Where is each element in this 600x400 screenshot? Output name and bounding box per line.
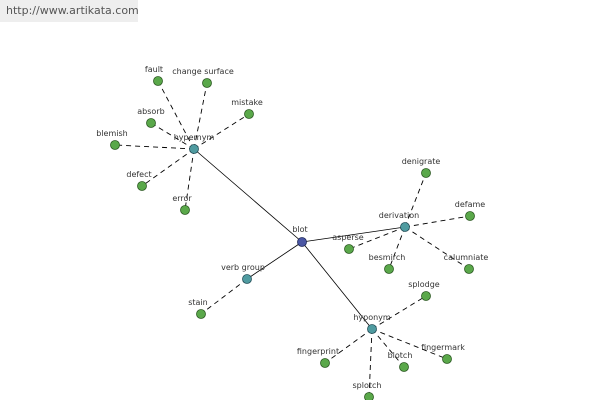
node-blemish[interactable] xyxy=(110,140,120,150)
node-splotch[interactable] xyxy=(364,392,374,400)
label-change-surface: change surface xyxy=(172,67,234,76)
node-hyponym[interactable] xyxy=(367,324,377,334)
node-derivation[interactable] xyxy=(400,222,410,232)
edge-hypernym-blemish xyxy=(114,144,195,150)
edge-blot-derivation xyxy=(301,226,406,243)
edge-hypernym-change-surface xyxy=(193,82,208,150)
node-stain[interactable] xyxy=(196,309,206,319)
label-denigrate: denigrate xyxy=(402,157,441,166)
label-blotch: blotch xyxy=(388,351,413,360)
node-mistake[interactable] xyxy=(244,109,254,119)
edge-hypernym-fault xyxy=(157,80,195,150)
node-denigrate[interactable] xyxy=(421,168,431,178)
node-hypernym[interactable] xyxy=(189,144,199,154)
edge-hypernym-defect xyxy=(141,148,195,187)
label-absorb: absorb xyxy=(137,107,164,116)
edge-verb-group-stain xyxy=(200,278,248,315)
edge-derivation-calumniate xyxy=(404,226,470,270)
edge-blot-hyponym xyxy=(301,241,373,330)
node-besmirch[interactable] xyxy=(384,264,394,274)
node-absorb[interactable] xyxy=(146,118,156,128)
label-fingermark: fingermark xyxy=(421,343,465,352)
node-splodge[interactable] xyxy=(421,291,431,301)
node-defect[interactable] xyxy=(137,181,147,191)
node-error[interactable] xyxy=(180,205,190,215)
edge-derivation-defame xyxy=(404,215,471,228)
watermark-url: http://www.artikata.com xyxy=(0,0,139,22)
edge-hyponym-fingerprint xyxy=(324,328,373,364)
edge-hypernym-mistake xyxy=(193,113,250,150)
node-blot[interactable] xyxy=(297,237,307,247)
label-besmirch: besmirch xyxy=(369,253,406,262)
label-hypernym: hypernym xyxy=(174,133,215,142)
node-fingermark[interactable] xyxy=(442,354,452,364)
nodes-layer xyxy=(110,76,475,400)
label-asperse: asperse xyxy=(332,233,364,242)
label-calumniate: calumniate xyxy=(444,253,489,262)
labels-layer: blot hypernym derivation verb group hyponym f… xyxy=(96,65,488,390)
node-fault[interactable] xyxy=(153,76,163,86)
label-stain: stain xyxy=(188,298,208,307)
node-blotch[interactable] xyxy=(399,362,409,372)
label-splotch: splotch xyxy=(353,381,382,390)
label-hyponym: hyponym xyxy=(353,313,391,322)
label-blot: blot xyxy=(292,225,307,234)
edge-blot-hypernym xyxy=(193,148,303,243)
node-change-surface[interactable] xyxy=(202,78,212,88)
label-verb-group: verb group xyxy=(221,263,265,272)
label-defect: defect xyxy=(126,170,151,179)
label-fault: fault xyxy=(145,65,163,74)
node-defame[interactable] xyxy=(465,211,475,221)
label-defame: defame xyxy=(455,200,486,209)
label-mistake: mistake xyxy=(231,98,263,107)
edge-hyponym-splodge xyxy=(371,295,427,330)
edge-derivation-asperse xyxy=(348,226,406,250)
node-verb-group[interactable] xyxy=(242,274,252,284)
node-fingerprint[interactable] xyxy=(320,358,330,368)
label-derivation: derivation xyxy=(379,211,419,220)
edge-derivation-denigrate xyxy=(404,172,427,228)
edge-hypernym-error xyxy=(184,148,195,211)
label-blemish: blemish xyxy=(96,129,127,138)
edge-hyponym-blotch xyxy=(371,328,405,368)
node-calumniate[interactable] xyxy=(464,264,474,274)
label-splodge: splodge xyxy=(408,280,440,289)
edge-derivation-besmirch xyxy=(388,226,406,270)
label-error: error xyxy=(172,194,192,203)
label-fingerprint: fingerprint xyxy=(297,347,339,356)
edge-blot-verb-group xyxy=(246,241,303,280)
edge-hyponym-splotch xyxy=(368,328,373,398)
node-asperse[interactable] xyxy=(344,244,354,254)
edge-hyponym-fingermark xyxy=(371,328,448,360)
edges-layer xyxy=(114,80,471,398)
